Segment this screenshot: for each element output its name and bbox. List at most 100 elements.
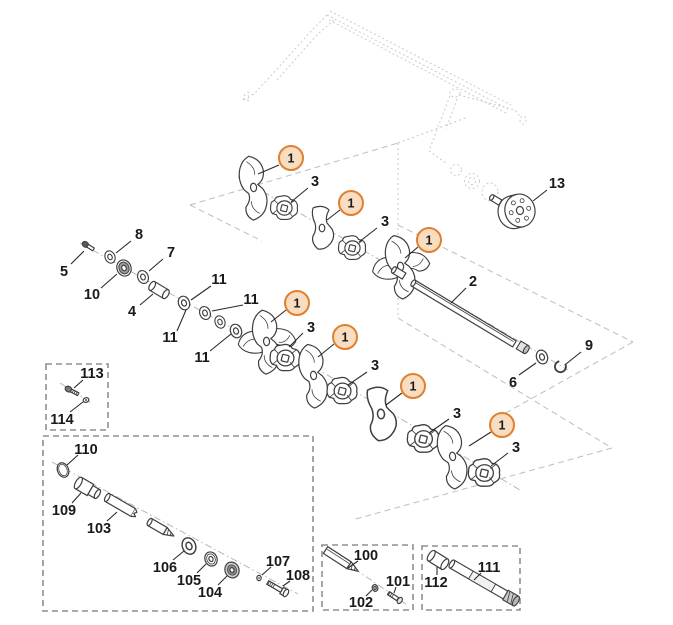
- drive-shaft-2: [390, 266, 530, 355]
- leader-line: [468, 431, 492, 447]
- axle-hardware-left: [81, 240, 245, 341]
- part-1-hotspot[interactable]: 1: [416, 227, 442, 253]
- bolt-108: [266, 580, 290, 598]
- part-1-hotspot[interactable]: 1: [400, 373, 426, 399]
- tine-hub: [337, 235, 367, 260]
- tine-hub: [269, 195, 299, 220]
- part-labels: 3321369581074111111113333113114110109103…: [50, 174, 593, 611]
- leader-line: [290, 187, 309, 203]
- hotspot-number: 1: [342, 331, 349, 345]
- leader-line: [282, 580, 291, 587]
- leader-line: [490, 452, 509, 467]
- circlip-9: [554, 360, 567, 374]
- tine-blade: [236, 154, 270, 222]
- part-number-label: 9: [585, 338, 593, 354]
- part-number-label: 103: [87, 521, 111, 537]
- part-1-hotspot[interactable]: 1: [338, 190, 364, 216]
- leader-line: [317, 343, 335, 358]
- leader-lines: [66, 164, 582, 597]
- leader-line: [257, 164, 280, 175]
- part-number-label: 104: [198, 585, 222, 601]
- part-number-label: 7: [167, 245, 175, 261]
- leader-line: [217, 575, 228, 586]
- tine-row-lower: [236, 308, 501, 492]
- hotspot-circle[interactable]: [338, 190, 364, 216]
- leader-line: [532, 189, 548, 202]
- part-number-label: 11: [211, 272, 226, 288]
- part-number-label: 10: [84, 287, 100, 303]
- cap-112: [426, 549, 450, 571]
- nut-104: [224, 561, 240, 579]
- hotspot-circle[interactable]: [416, 227, 442, 253]
- hotspot-number: 1: [499, 419, 506, 433]
- ring-110: [56, 462, 70, 478]
- part-number-label: 101: [386, 574, 410, 590]
- tine-blade: [365, 385, 399, 443]
- tine-blade: [311, 205, 335, 250]
- hotspot-number: 1: [294, 297, 301, 311]
- hotspot-number: 1: [426, 234, 433, 248]
- drive-pin-kit: [322, 546, 403, 605]
- washer-7: [135, 268, 151, 286]
- hotspot-circle[interactable]: [400, 373, 426, 399]
- leader-line: [209, 333, 232, 352]
- machine-frame-sketch: [240, 10, 527, 202]
- part-number-label: 8: [135, 227, 143, 243]
- part-number-label: 110: [74, 442, 97, 458]
- washer-105: [204, 551, 218, 567]
- leader-line: [518, 362, 537, 376]
- part-1-hotspot[interactable]: 1: [489, 412, 515, 438]
- leader-line: [347, 560, 359, 569]
- hotspot-circle[interactable]: [278, 145, 304, 171]
- screw-113: [64, 385, 80, 397]
- bearing-10: [116, 259, 132, 277]
- leader-line: [393, 586, 397, 594]
- leader-line: [196, 563, 207, 574]
- part-1-hotspot[interactable]: 1: [332, 324, 358, 350]
- tine-shaft-kit: [56, 462, 290, 598]
- leader-line: [211, 304, 244, 312]
- dashed-box-103-110: [42, 435, 314, 612]
- subassembly-boxes: [42, 363, 521, 612]
- hotspot-circle[interactable]: [332, 324, 358, 350]
- part-number-label: 3: [381, 214, 389, 230]
- part-number-label: 2: [469, 274, 477, 290]
- leader-line: [139, 293, 154, 306]
- part-number-label: 111: [478, 560, 501, 576]
- leader-line: [261, 566, 272, 576]
- leader-line: [358, 227, 378, 243]
- part-number-label: 105: [177, 573, 201, 589]
- leader-line: [100, 273, 118, 289]
- leader-line: [66, 454, 79, 466]
- part-number-label: 3: [512, 440, 520, 456]
- pin-107: [256, 574, 262, 582]
- tine-blade: [295, 341, 331, 411]
- point-piece-103: [146, 517, 175, 537]
- part-number-label: 5: [60, 264, 68, 280]
- leader-line: [326, 209, 341, 221]
- nut-114: [82, 397, 90, 403]
- hotspot-circle[interactable]: [284, 290, 310, 316]
- hotspot-circle[interactable]: [489, 412, 515, 438]
- bushing-109: [73, 476, 102, 500]
- leader-line: [288, 332, 304, 348]
- dashed-box-111-112: [421, 545, 521, 611]
- leader-line: [106, 511, 118, 522]
- part-number-label: 11: [243, 292, 258, 308]
- hotspot-number: 1: [348, 197, 355, 211]
- part-1-hotspot[interactable]: 1: [278, 145, 304, 171]
- part-1-hotspot[interactable]: 1: [284, 290, 310, 316]
- washer-11: [175, 293, 193, 313]
- tine-row-upper: [236, 154, 567, 374]
- fastener-set-113-114: [64, 385, 90, 403]
- part-number-label: 11: [194, 350, 209, 366]
- leader-line: [148, 258, 164, 272]
- part-number-label: 3: [371, 358, 379, 374]
- leader-line: [428, 418, 450, 434]
- tube-103: [103, 492, 138, 518]
- part-number-label: 4: [128, 304, 136, 320]
- extension-shaft-kit: [426, 549, 520, 607]
- part-number-label: 6: [509, 375, 517, 391]
- part-number-label: 102: [349, 595, 373, 611]
